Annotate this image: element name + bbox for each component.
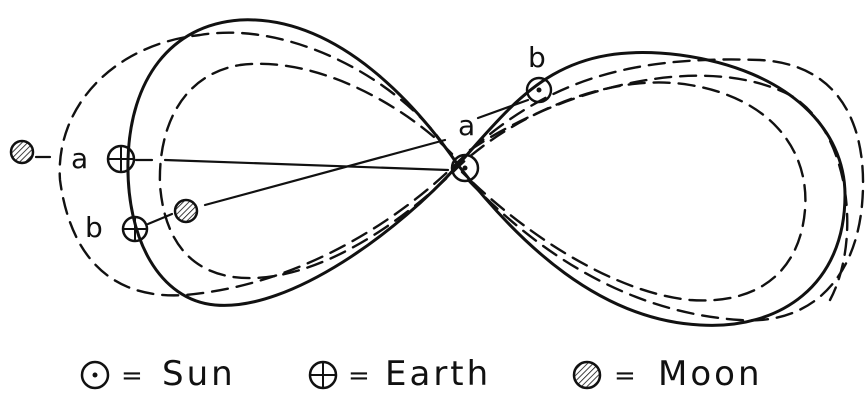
legend-earth-label: Earth	[385, 354, 491, 393]
line-earth-a-to-sun	[163, 158, 450, 172]
moon-symbol-a	[9, 139, 35, 165]
orbit-dashed-outer	[58, 31, 865, 322]
legend-moon-equals: =	[614, 361, 636, 391]
moon-symbol-b	[173, 198, 199, 224]
legend-moon-label: Moon	[658, 354, 763, 393]
sun-symbol-b	[525, 76, 553, 104]
legend-earth-symbol	[308, 360, 338, 390]
earth-symbol-b	[121, 215, 149, 243]
orbit-dashed-right	[468, 74, 849, 302]
earth-b-moon-connector	[146, 212, 174, 226]
legend-moon-symbol	[572, 360, 602, 390]
label-earth-b: b	[85, 211, 103, 244]
sun-symbol-a	[450, 153, 480, 183]
line-sun-a-to-sun-b	[476, 98, 530, 120]
label-sun-a: a	[458, 109, 475, 142]
legend-sun-symbol	[80, 360, 110, 390]
legend: = Sun = Earth = Moon	[80, 354, 763, 393]
label-sun-b: b	[528, 41, 546, 74]
legend-sun-label: Sun	[162, 354, 236, 393]
line-moon-to-sun	[203, 138, 447, 207]
legend-sun-equals: =	[121, 361, 143, 391]
earth-symbol-a	[106, 144, 136, 174]
orbit-dashed-inner	[158, 62, 807, 302]
legend-earth-equals: =	[348, 361, 370, 391]
label-earth-a: a	[71, 142, 88, 175]
